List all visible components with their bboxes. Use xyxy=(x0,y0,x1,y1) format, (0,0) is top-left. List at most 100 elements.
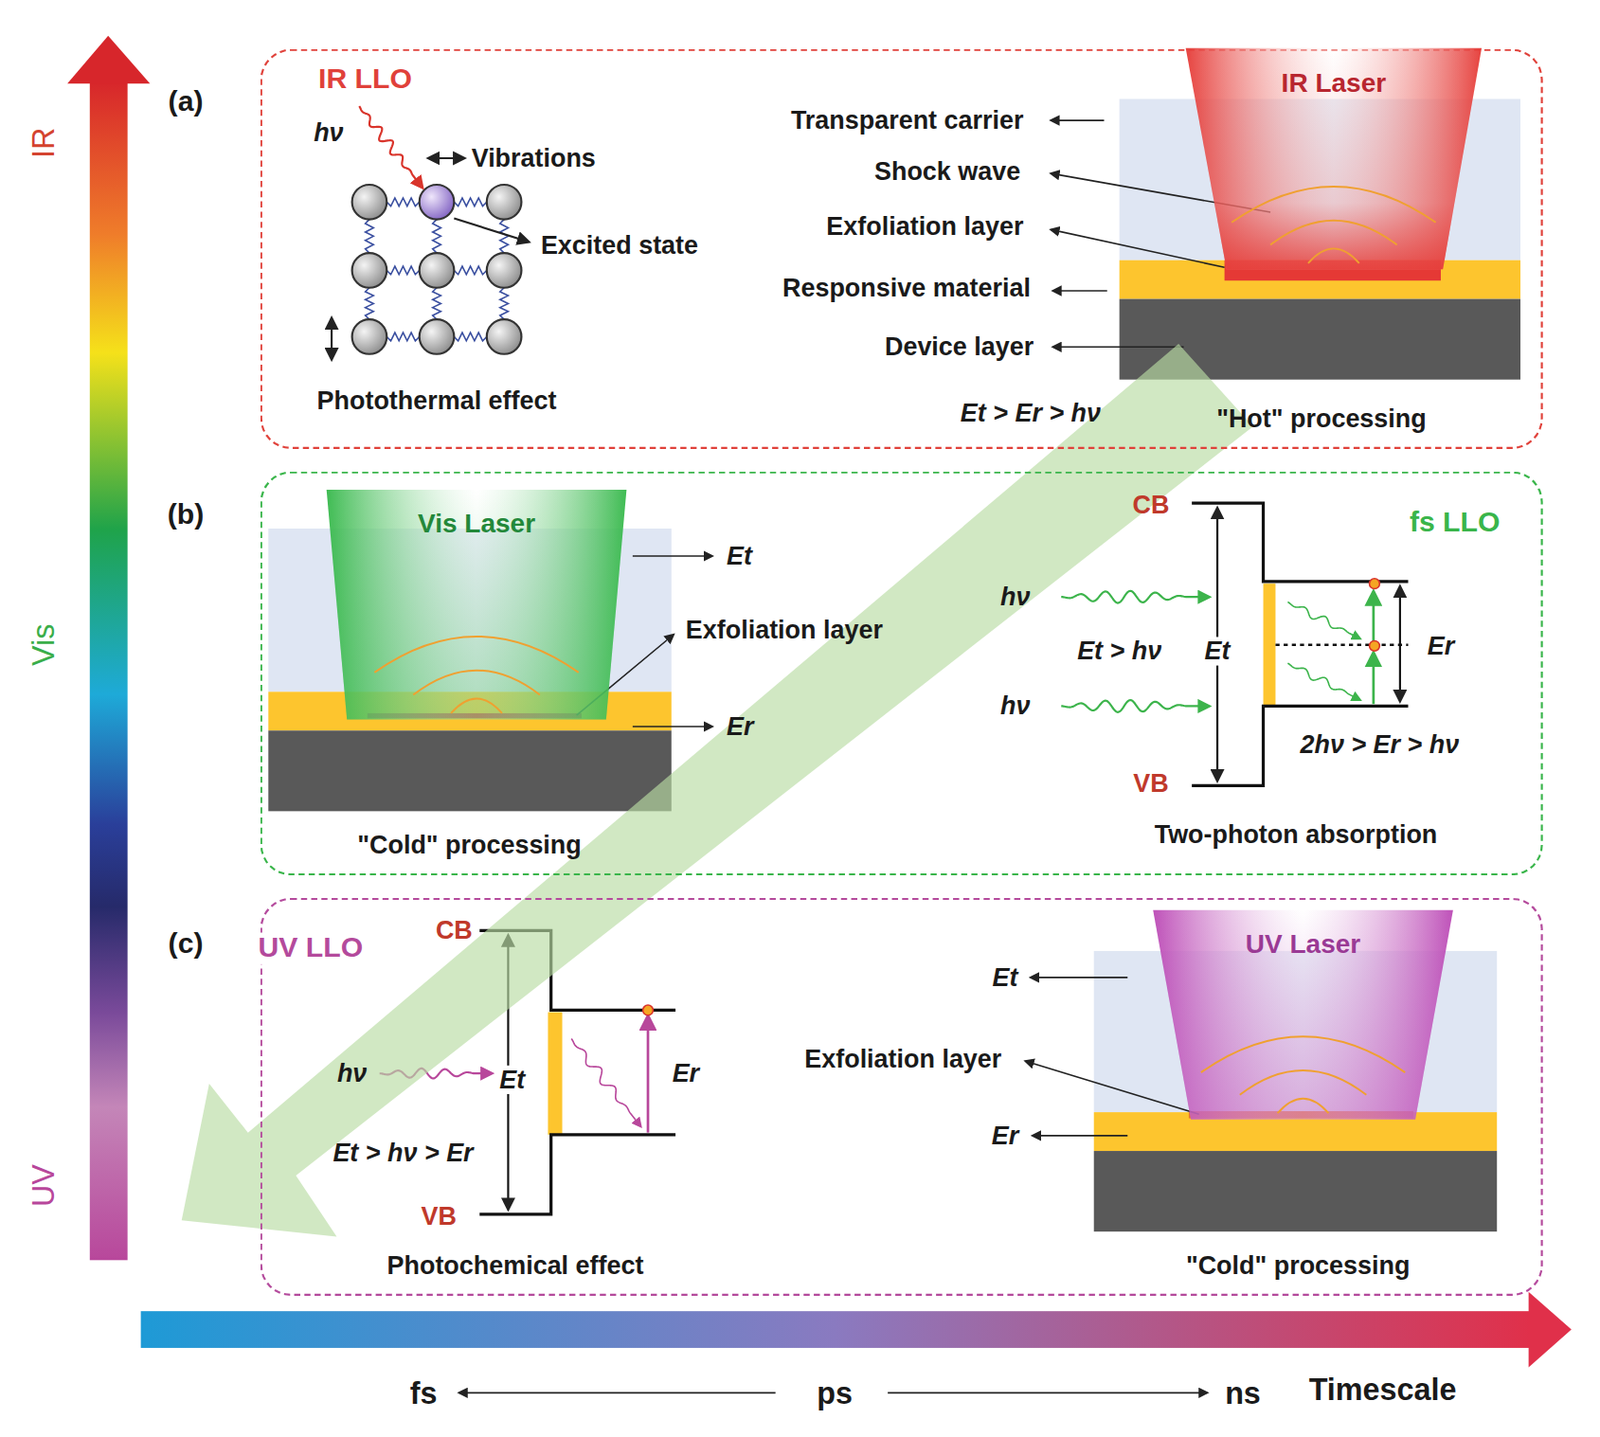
laser-name: Vis Laser xyxy=(417,509,536,540)
beam-shape xyxy=(1186,48,1482,270)
atom xyxy=(352,252,388,288)
leader-line xyxy=(1053,345,1185,348)
atom xyxy=(419,184,455,220)
part-label: Device layer xyxy=(884,332,1034,361)
device-layer xyxy=(268,730,671,811)
energy-formula: Er xyxy=(672,1059,700,1088)
excitation-arrow xyxy=(647,1016,650,1133)
wavelength-axis-head xyxy=(67,35,150,85)
spring xyxy=(500,219,509,254)
axis-label: Vis xyxy=(25,624,60,666)
axis-label: IR xyxy=(25,127,60,159)
energy-formula: Et xyxy=(496,1065,528,1095)
spring xyxy=(386,332,419,342)
timescale-arrow xyxy=(459,1392,776,1395)
shock-wave xyxy=(1270,220,1398,246)
energy-formula: Et > hν xyxy=(1077,636,1162,666)
band-label: CB xyxy=(435,916,473,946)
part-label: Excited state xyxy=(540,232,699,261)
energy-formula: 2hν > Er > hν xyxy=(1300,731,1460,760)
exfoliation-layer xyxy=(1224,260,1441,282)
energy-formula: Er xyxy=(991,1121,1019,1151)
photon-wave xyxy=(1060,591,1209,604)
laser-name: IR Laser xyxy=(1281,68,1387,98)
band-label: VB xyxy=(1132,769,1169,798)
responsive-material xyxy=(268,691,671,731)
trend-arrow xyxy=(181,343,1254,1238)
spring xyxy=(432,287,442,320)
vibration-arrow xyxy=(330,318,333,360)
shock-wave xyxy=(1308,248,1360,264)
leader-line xyxy=(1050,173,1271,213)
electron-dot xyxy=(1369,640,1381,651)
interface-layer xyxy=(1263,583,1277,706)
leader-line xyxy=(632,555,713,558)
part-label: Exfoliation layer xyxy=(826,212,1024,241)
timescale-label: Timescale xyxy=(1309,1372,1457,1407)
timescale-label: fs xyxy=(410,1376,438,1411)
beam-fill xyxy=(326,489,628,720)
laser-beam: Vis Laser xyxy=(326,489,628,720)
leader-line xyxy=(1032,1134,1128,1137)
energy-formula: Et xyxy=(992,963,1019,992)
band-label: VB xyxy=(420,1202,456,1231)
part-label: Responsive material xyxy=(782,273,1031,303)
part-label: Shock wave xyxy=(874,157,1021,186)
energy-formula: hν xyxy=(337,1059,367,1088)
photon-wave xyxy=(1060,700,1209,713)
beam-fill xyxy=(1186,48,1482,270)
atom xyxy=(352,319,388,355)
atom xyxy=(419,319,455,355)
shock-wave xyxy=(1277,1098,1330,1115)
part-label: Transparent carrier xyxy=(791,106,1024,135)
virtual-level xyxy=(1275,643,1408,647)
energy-arrow xyxy=(1399,586,1402,702)
device-layer xyxy=(1094,1150,1497,1232)
electron-dot xyxy=(643,1005,654,1016)
timescale-label: ps xyxy=(816,1376,853,1411)
timescale-axis-head xyxy=(1528,1292,1572,1368)
timescale-arrow xyxy=(887,1392,1207,1395)
leader-line xyxy=(1050,119,1104,122)
vibration-arrow xyxy=(428,157,465,160)
panel-letter: (b) xyxy=(167,499,205,531)
interface-layer xyxy=(547,1012,562,1135)
spring xyxy=(453,266,486,275)
timescale-axis xyxy=(141,1311,1531,1349)
atom xyxy=(486,184,522,220)
atom xyxy=(352,184,388,220)
spring xyxy=(500,287,509,320)
laser-beam: IR Laser xyxy=(1186,48,1482,270)
leader-line xyxy=(1050,229,1224,268)
excitation-arrow xyxy=(1372,592,1376,644)
beam-shape xyxy=(326,489,628,720)
part-label: Photochemical effect xyxy=(387,1251,645,1280)
spring xyxy=(365,219,375,254)
beam-fill xyxy=(326,489,628,720)
atom xyxy=(486,252,522,288)
photon-wave xyxy=(1287,663,1360,701)
shock-wave xyxy=(374,636,578,673)
panel-title: fs LLO xyxy=(1409,506,1501,539)
responsive-material xyxy=(1119,260,1521,300)
timescale-label: ns xyxy=(1224,1376,1261,1411)
leader-line xyxy=(453,218,529,243)
panel-title: IR LLO xyxy=(318,63,413,95)
spring xyxy=(365,287,375,320)
spring xyxy=(386,266,419,275)
leader-line xyxy=(632,725,713,728)
leader-line xyxy=(1025,1060,1200,1115)
part-label: Exfoliation layer xyxy=(804,1044,1002,1074)
band-edge xyxy=(1191,705,1408,786)
process-panel: IR LLO IR Laser xyxy=(260,49,1544,450)
band-label: CB xyxy=(1132,490,1170,520)
photon-wave xyxy=(1287,602,1360,640)
beam-fill xyxy=(1186,48,1482,270)
part-label: "Hot" processing xyxy=(1216,404,1427,433)
laser-name: UV Laser xyxy=(1245,929,1361,959)
laser-beam: UV Laser xyxy=(1152,910,1454,1120)
energy-formula: Et > Er > hν xyxy=(960,398,1101,428)
